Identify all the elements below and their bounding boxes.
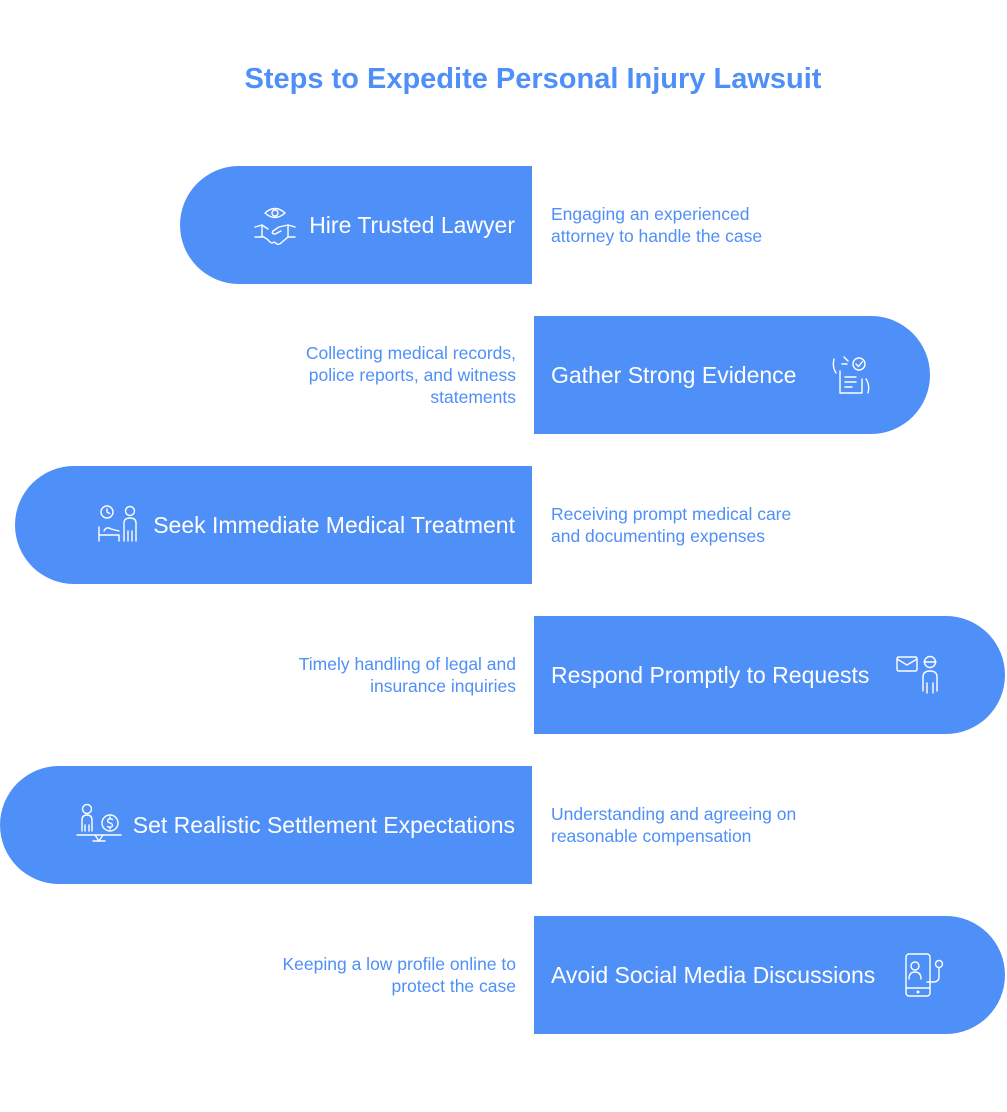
person-scale-coin-icon bbox=[75, 801, 123, 849]
step-description: Collecting medical records, police repor… bbox=[305, 343, 516, 407]
step-description: Engaging an experienced attorney to hand… bbox=[551, 204, 763, 246]
step-label: Respond Promptly to Requests bbox=[551, 661, 870, 688]
document-check-icon bbox=[826, 351, 874, 399]
step-description: Timely handling of legal and insurance i… bbox=[298, 654, 516, 696]
step-label: Gather Strong Evidence bbox=[551, 361, 797, 388]
step-label: Seek Immediate Medical Treatment bbox=[153, 511, 515, 538]
step-description: Receiving prompt medical care and docume… bbox=[551, 504, 792, 546]
step-description: Understanding and agreeing on reasonable… bbox=[551, 804, 797, 846]
step-label: Avoid Social Media Discussions bbox=[551, 961, 876, 988]
step-seek-immediate-medical-treatment: Seek Immediate Medical Treatment bbox=[15, 466, 532, 584]
step-set-realistic-settlement-expectations: Set Realistic Settlement Expectations bbox=[0, 766, 532, 884]
handshake-eye-icon bbox=[251, 201, 299, 249]
step-description: Keeping a low profile online to protect … bbox=[282, 954, 517, 996]
patient-clock-icon bbox=[95, 501, 143, 549]
step-label: Hire Trusted Lawyer bbox=[309, 211, 515, 238]
phone-user-icon bbox=[900, 951, 948, 999]
mail-person-icon bbox=[894, 651, 942, 699]
step-gather-strong-evidence: Gather Strong Evidence bbox=[534, 316, 930, 434]
step-label: Set Realistic Settlement Expectations bbox=[132, 811, 515, 838]
page-title: Steps to Expedite Personal Injury Lawsui… bbox=[244, 63, 822, 95]
step-avoid-social-media-discussions: Avoid Social Media Discussions bbox=[534, 916, 1005, 1034]
step-respond-promptly-to-requests: Respond Promptly to Requests bbox=[534, 616, 1005, 734]
step-hire-trusted-lawyer: Hire Trusted Lawyer bbox=[180, 166, 532, 284]
